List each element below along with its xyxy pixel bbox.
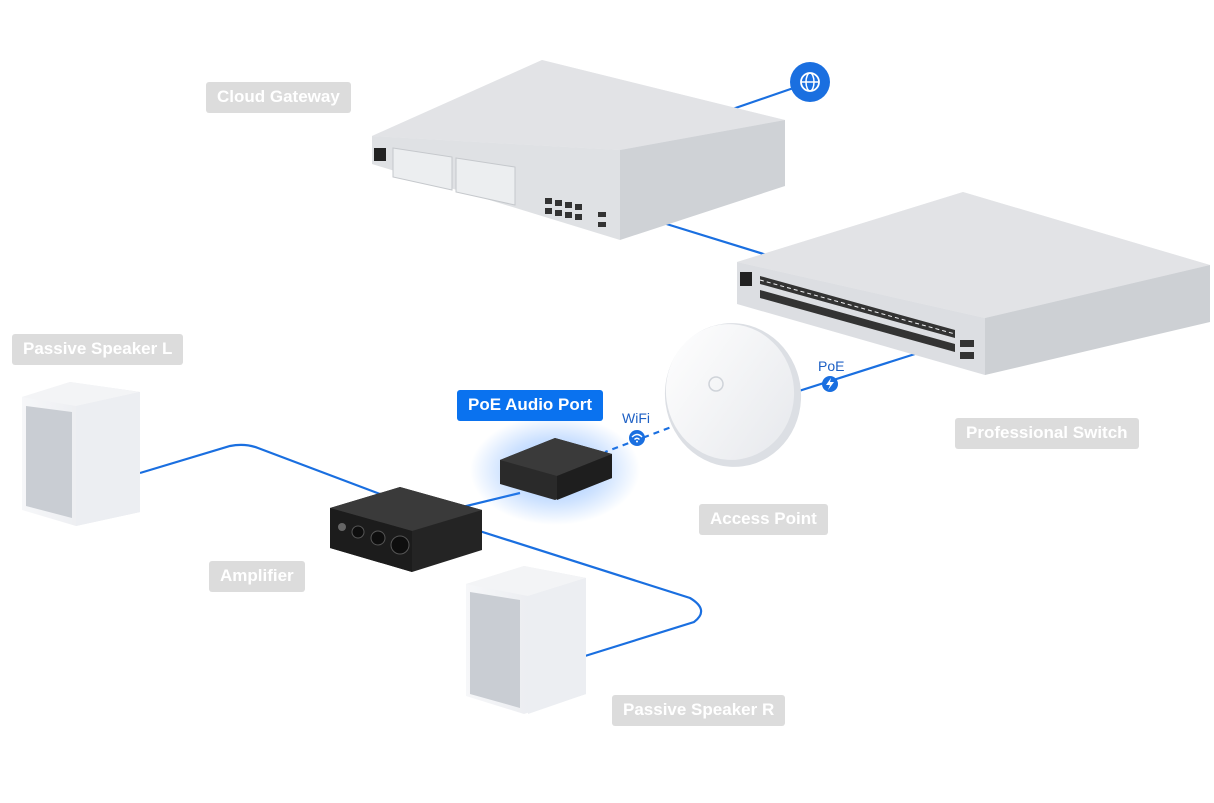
wifi-icon — [629, 430, 645, 446]
speaker-l-cable — [139, 443, 381, 496]
poe-connection-label: PoE — [818, 358, 845, 374]
passive-speaker-r-label: Passive Speaker R — [612, 695, 786, 726]
cloud-gateway-device — [372, 60, 785, 240]
wifi-connection-label: WiFi — [622, 410, 650, 426]
professional-switch-device — [737, 192, 1210, 375]
poe-audio-port-label: PoE Audio Port — [457, 390, 604, 421]
speaker-r-cable — [469, 526, 703, 658]
access-point-label: Access Point — [699, 504, 828, 535]
amplifier-label: Amplifier — [209, 561, 305, 592]
passive-speaker-l-label: Passive Speaker L — [12, 334, 184, 365]
globe-icon — [790, 62, 830, 102]
amplifier-device — [330, 487, 482, 572]
professional-switch-label: Professional Switch — [955, 418, 1139, 449]
cloud-gateway-label: Cloud Gateway — [206, 82, 351, 113]
gateway-switch-link — [659, 220, 771, 258]
passive-speaker-r-device — [466, 566, 586, 714]
poe-link — [779, 352, 916, 399]
poe-audio-port-device — [470, 415, 640, 525]
passive-speaker-l-device — [22, 382, 140, 526]
access-point-device — [664, 323, 802, 467]
lightning-icon — [822, 376, 838, 392]
